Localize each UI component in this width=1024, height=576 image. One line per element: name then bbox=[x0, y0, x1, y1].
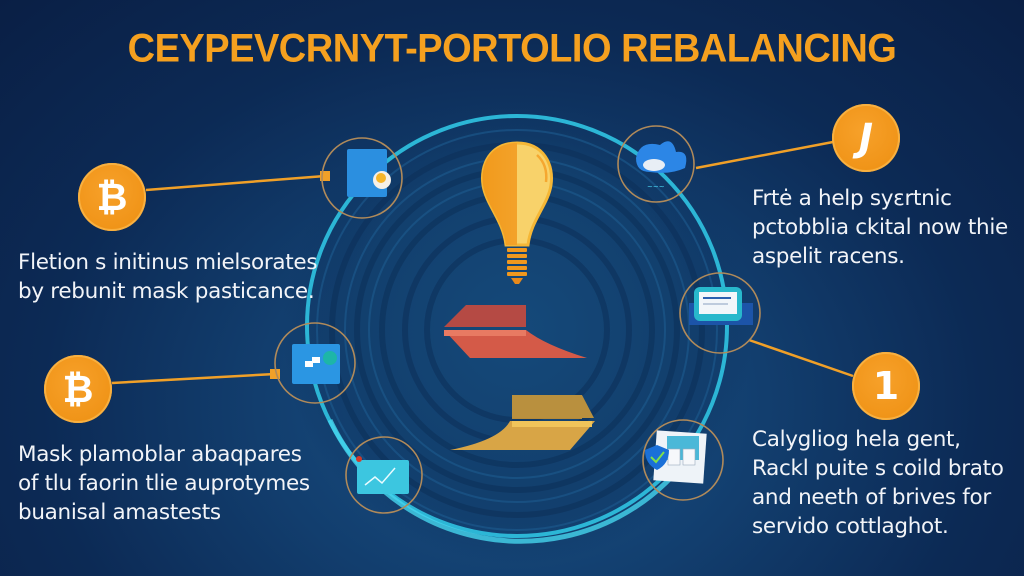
text-line: Fletion s initinus mielsorates bbox=[18, 250, 318, 275]
text-line: aspelit racens. bbox=[752, 244, 905, 269]
text-line: by rebunit mask pasticance. bbox=[18, 279, 315, 304]
blue-card-document-icon bbox=[347, 149, 391, 197]
page-title: CEYPEVCRNYT-PORTOLIO REBALANCING bbox=[127, 26, 897, 72]
text-line: Mask plamoblar abaqpares bbox=[18, 442, 302, 467]
bitcoin-coin-icon: ₿ bbox=[78, 163, 146, 231]
node-rings bbox=[274, 125, 761, 514]
shield-documents-icon bbox=[645, 430, 707, 484]
lightbulb-icon bbox=[480, 141, 554, 284]
cyan-card-chart-icon bbox=[356, 456, 409, 494]
right-description-1: Frtė a help syεrtnic pctobblia ckital no… bbox=[752, 184, 1008, 271]
text-line: Rackl puite s coild brato bbox=[752, 456, 1004, 481]
red-chart-shape bbox=[444, 305, 587, 358]
monitor-icon bbox=[689, 287, 753, 325]
text-line: Calygliog hela gent, bbox=[752, 427, 961, 452]
text-line: servido cottlaghot. bbox=[752, 514, 949, 539]
text-line: pctobblia ckital now thie bbox=[752, 215, 1008, 240]
left-description-1: Fletion s initinus mielsorates by rebuni… bbox=[18, 248, 318, 306]
text-line: of tlu faorin tlie auprotymes bbox=[18, 471, 310, 496]
svg-text:~~~: ~~~ bbox=[647, 183, 665, 191]
text-line: Frtė a help syεrtnic bbox=[752, 186, 952, 211]
orange-coin-j-icon: J bbox=[832, 104, 900, 172]
text-line: buanisal amastests bbox=[18, 500, 221, 525]
connector-lines bbox=[111, 140, 854, 385]
gold-chart-shape bbox=[450, 395, 595, 450]
left-description-2: Mask plamoblar abaqpares of tlu faorin t… bbox=[18, 440, 310, 527]
text-line: and neeth of brives for bbox=[752, 485, 991, 510]
cycle-ring bbox=[305, 114, 729, 538]
bitcoin-coin-icon: ₿ bbox=[44, 355, 112, 423]
blue-card-link-icon bbox=[292, 344, 340, 384]
orange-coin-1-icon: 1 bbox=[852, 352, 920, 420]
whale-cloud-icon: ~~~ bbox=[636, 141, 687, 191]
right-description-2: Calygliog hela gent, Rackl puite s coild… bbox=[752, 425, 1004, 541]
